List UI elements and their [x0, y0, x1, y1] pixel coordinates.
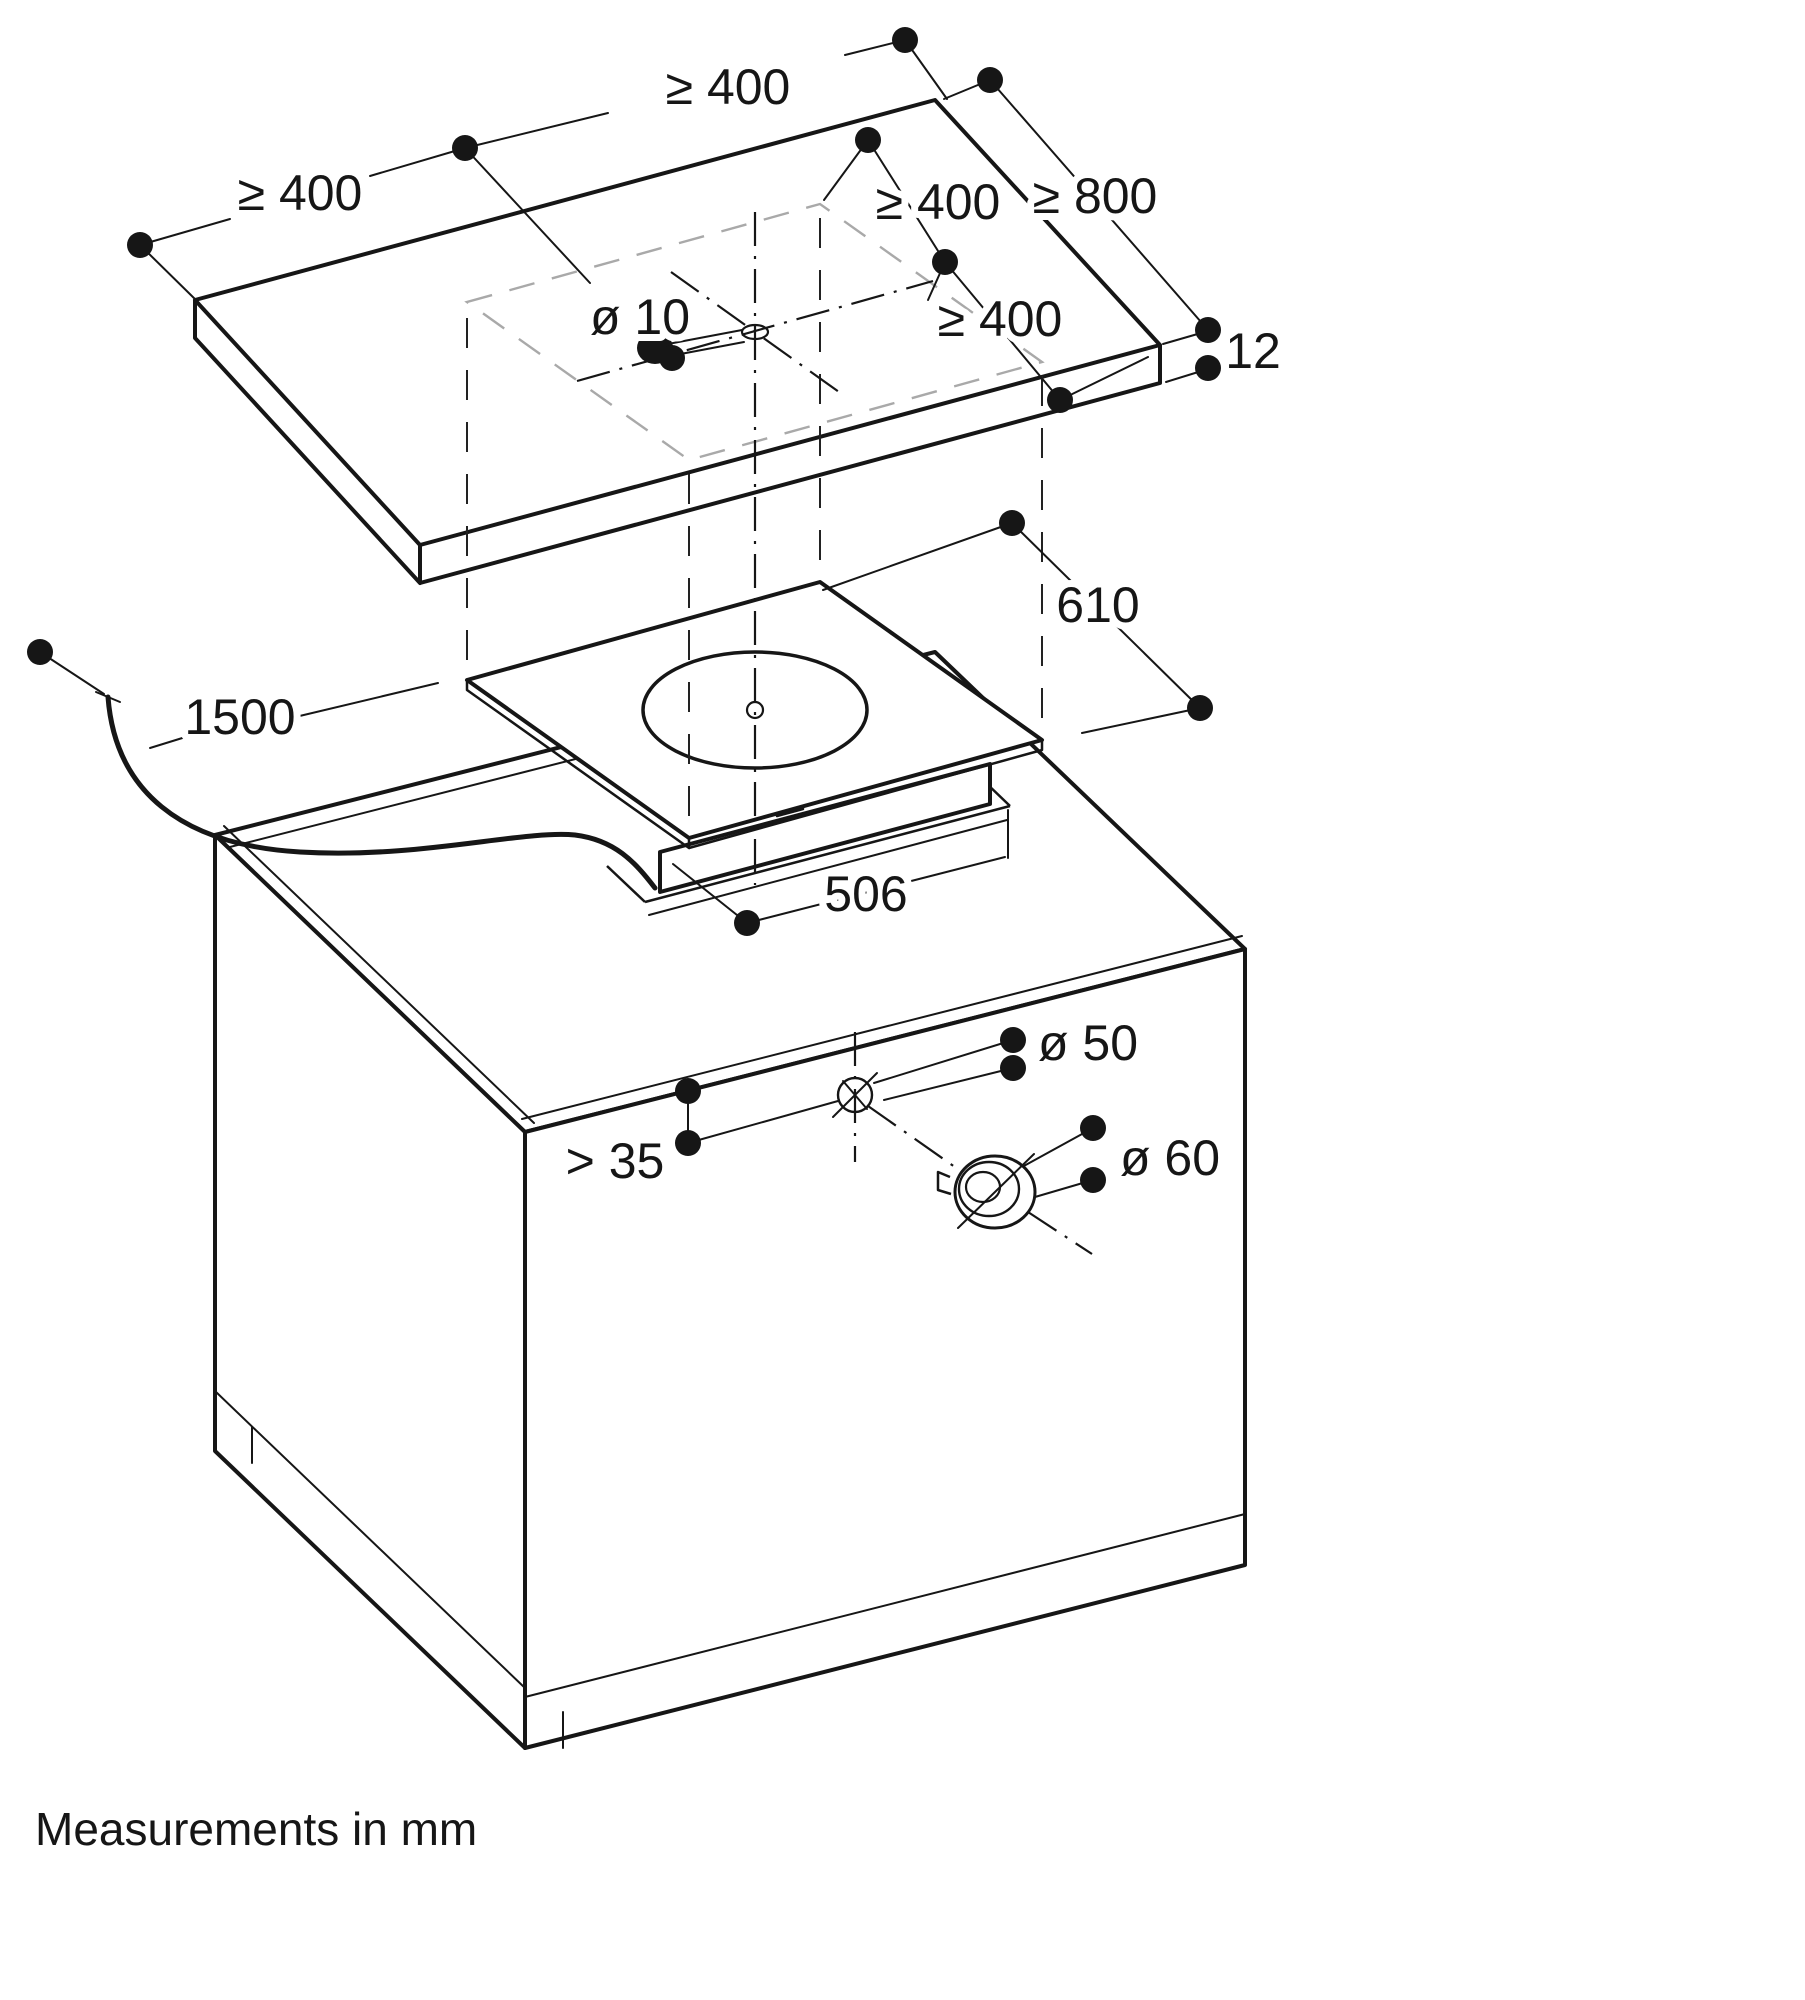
worktop-slab	[193, 98, 1162, 585]
cabinet-left-face	[213, 833, 527, 1750]
label-cutout-width: 506	[824, 866, 907, 922]
label-distance-610: 610	[1056, 577, 1139, 633]
label-clearance-right: ≥ 400	[876, 174, 1001, 230]
label-hole-60: ø 60	[1120, 1130, 1220, 1186]
dimension-labels: ≥ 400 ≥ 400 ≥ 400 ≥ 400 ≥ 800 12 ø 10 61…	[177, 52, 1287, 1196]
label-clearance-left: ≥ 400	[238, 165, 363, 221]
dimension-lines-middle	[27, 510, 1213, 936]
label-hole-center-diameter: ø 10	[590, 289, 690, 345]
label-worktop-depth: ≥ 800	[1033, 168, 1158, 224]
burner-circle	[641, 650, 869, 770]
front-face-drill-markings	[675, 1027, 1106, 1255]
power-cable	[95, 691, 658, 891]
worktop-cutout-dashed	[464, 202, 1045, 462]
label-clearance-front-right: ≥ 400	[938, 291, 1063, 347]
footer-note: Measurements in mm	[35, 1803, 477, 1855]
drill-center-symbol	[832, 1032, 1093, 1255]
projection-lines	[466, 218, 1043, 824]
label-worktop-thickness: 12	[1225, 323, 1281, 379]
cabinet-plinth-line-left	[214, 1390, 526, 1689]
label-cable-length: 1500	[184, 689, 295, 745]
label-edge-distance: > 35	[566, 1133, 665, 1189]
center-lines	[576, 212, 934, 885]
dimension-lines-top	[127, 27, 1221, 413]
cutout-center-mark	[740, 323, 770, 341]
cooktop-module	[465, 580, 1044, 850]
label-hole-50: ø 50	[1038, 1015, 1138, 1071]
cabinet-plinth-line-front	[524, 1513, 1246, 1698]
control-knob	[936, 1153, 1037, 1230]
label-clearance-back: ≥ 400	[666, 59, 791, 115]
